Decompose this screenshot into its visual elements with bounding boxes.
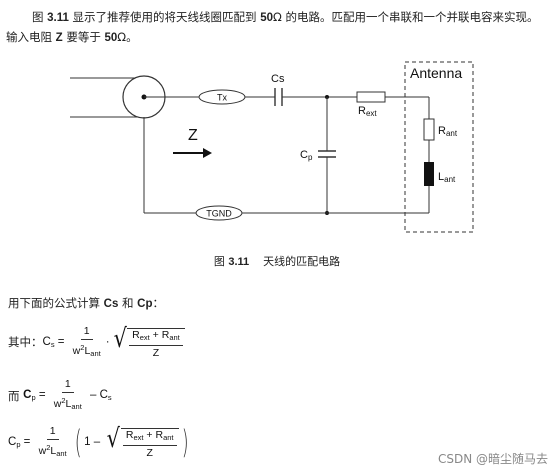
intro-paragraph: 图 3.11 显示了推荐使用的将天线线圈匹配到 50Ω 的电路。匹配用一个串联和…	[6, 8, 550, 48]
formula-intro: 用下面的公式计算 Cs 和 Cp：	[8, 296, 165, 310]
fraction: 1 w2Lant	[38, 424, 67, 458]
rext-label: Rext	[358, 105, 377, 118]
intro-line-2: 输入电阻 Z 要等于 50Ω。	[6, 30, 138, 44]
square-root: √ Rext + Rant Z	[105, 424, 179, 460]
watermark: CSDN @暗尘随马去	[437, 452, 548, 466]
intro-line-1: 图 3.11 显示了推荐使用的将天线线圈匹配到 50Ω 的电路。匹配用一个串联和…	[32, 10, 539, 24]
cs-label: Cs	[271, 73, 285, 85]
antenna-label: Antenna	[410, 65, 462, 81]
equation-cs: 其中： Cs = 1 w2Lant · √ Rext + Rant Z	[8, 324, 185, 360]
square-root: √ Rext + Rant Z	[112, 324, 185, 360]
rant-resistor	[423, 118, 435, 141]
equation-cp-2: Cp = 1 w2Lant ( 1 – √ Rext + Rant Z )	[8, 423, 189, 461]
tgnd-label: TGND	[206, 209, 232, 219]
tx-label: Tx	[217, 93, 227, 103]
rant-label: Rant	[438, 125, 458, 138]
figure-caption: 图 3.11 天线的匹配电路	[213, 255, 341, 268]
lant-label: Lant	[438, 171, 456, 184]
cp-label: Cp	[300, 149, 313, 162]
equation-cp-1: 而 Cp = 1 w2Lant – Cs	[8, 378, 112, 411]
z-label: Z	[188, 127, 198, 144]
lant-inductor	[424, 162, 434, 186]
fraction: 1 w2Lant	[72, 324, 101, 358]
antenna-box	[404, 61, 474, 233]
matching-circuit-diagram: Antenna Tx TGND Cs Cp Rext Rant Lant Z	[70, 61, 474, 233]
fraction: 1 w2Lant	[53, 378, 82, 411]
rext-resistor	[356, 91, 386, 103]
